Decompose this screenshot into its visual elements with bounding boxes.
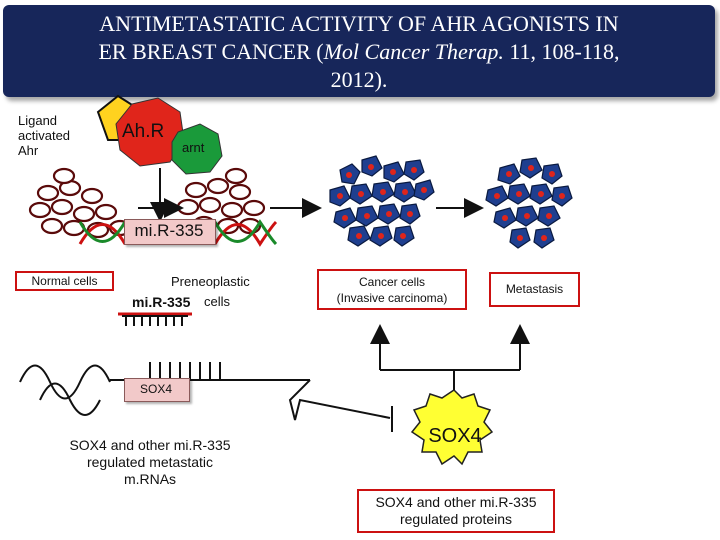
ahr-label: Ah.R [122, 121, 165, 142]
title-banner [3, 5, 715, 97]
title-line-1: ANTIMETASTATIC ACTIVITY OF AHR AGONISTS … [99, 11, 619, 36]
sox4-protein-label: SOX4 [428, 425, 482, 447]
metastasis-label: Metastasis [489, 272, 580, 307]
cancer-cells-label-line-2: (Invasive carcinoma) [336, 291, 448, 305]
ligand-label-line-3: Ahr [18, 143, 39, 158]
sox4-proteins-description-line-1: SOX4 and other mi.R-335 [375, 494, 537, 510]
ligand-label-line-2: activated [18, 128, 71, 143]
normal-cells-cluster [28, 167, 132, 239]
sox4-mrna-description-line-3: m.RNAs [123, 471, 177, 487]
arnt-shape [171, 123, 223, 175]
sox4-proteins-description-line-2: regulated proteins [399, 511, 513, 527]
sox4-mrna-description: SOX4 and other mi.R-335 regulated metast… [50, 437, 250, 488]
mir-comb [122, 315, 188, 326]
title-line-2a: ER BREAST CANCER ( [98, 39, 324, 64]
arnt-label: arnt [182, 140, 205, 155]
title-line-2c: 11, 108-118, [503, 39, 620, 64]
title-line-2: ER BREAST CANCER (Mol Cancer Therap. 11,… [3, 38, 715, 66]
metastasis-cells-cluster [485, 157, 573, 249]
sox4-bracket [370, 324, 530, 390]
preneoplastic-cells-cluster [176, 167, 266, 235]
cancer-cells-cluster [329, 155, 435, 247]
mir335-box-label: mi.R-335 [134, 221, 204, 240]
preneoplastic-label-line-2: cells [204, 294, 231, 309]
ligand-label-line-1: Ligand [18, 113, 58, 128]
sox4-mrna-label: SOX4 [139, 382, 172, 396]
sox4-mrna-box [124, 378, 190, 402]
ligand-label: Ligand activated Ahr [18, 113, 70, 158]
mir335-box [124, 219, 216, 245]
sox4-protein-shape [410, 389, 494, 466]
title-line-3: 2012). [330, 67, 388, 92]
page-title: ANTIMETASTATIC ACTIVITY OF AHR AGONISTS … [3, 10, 715, 94]
normal-cells-label: Normal cells [15, 271, 114, 291]
ahr-receptor [115, 97, 185, 167]
cancer-cells-label-line-1: Cancer cells [358, 275, 426, 289]
title-journal: Mol Cancer Therap. [323, 39, 504, 64]
sox4-mrna-description-line-2: regulated metastatic [86, 454, 214, 470]
cancer-cells-label: Cancer cells (Invasive carcinoma) [317, 269, 467, 310]
sox4-proteins-description: SOX4 and other mi.R-335 regulated protei… [357, 489, 555, 533]
sox4-mrna-description-line-1: SOX4 and other mi.R-335 [69, 437, 231, 453]
preneoplastic-label-line-1: Preneoplastic [171, 274, 250, 289]
dna-helix [78, 219, 278, 247]
sox4-inhibition-path [288, 379, 391, 421]
preneoplastic-mir-label: mi.R-335 [132, 294, 191, 310]
